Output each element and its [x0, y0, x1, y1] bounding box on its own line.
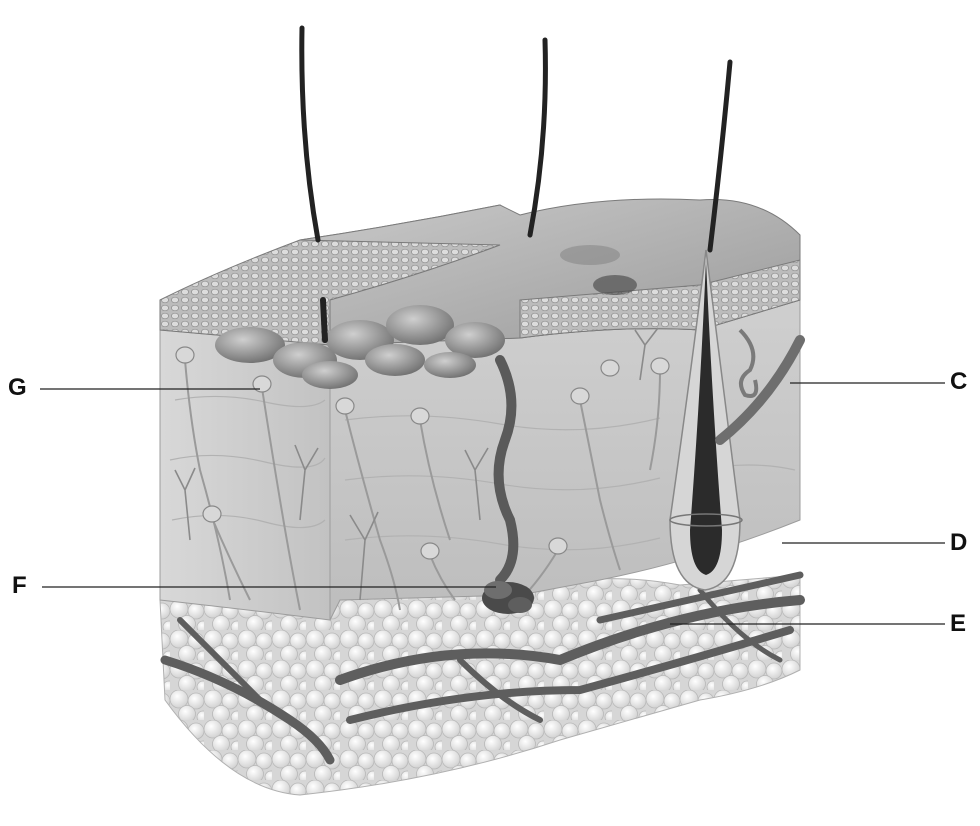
label-g: G [8, 376, 27, 400]
label-d: D [950, 531, 967, 555]
label-c: C [950, 370, 967, 394]
label-e: E [950, 612, 966, 636]
label-f: F [12, 574, 27, 598]
